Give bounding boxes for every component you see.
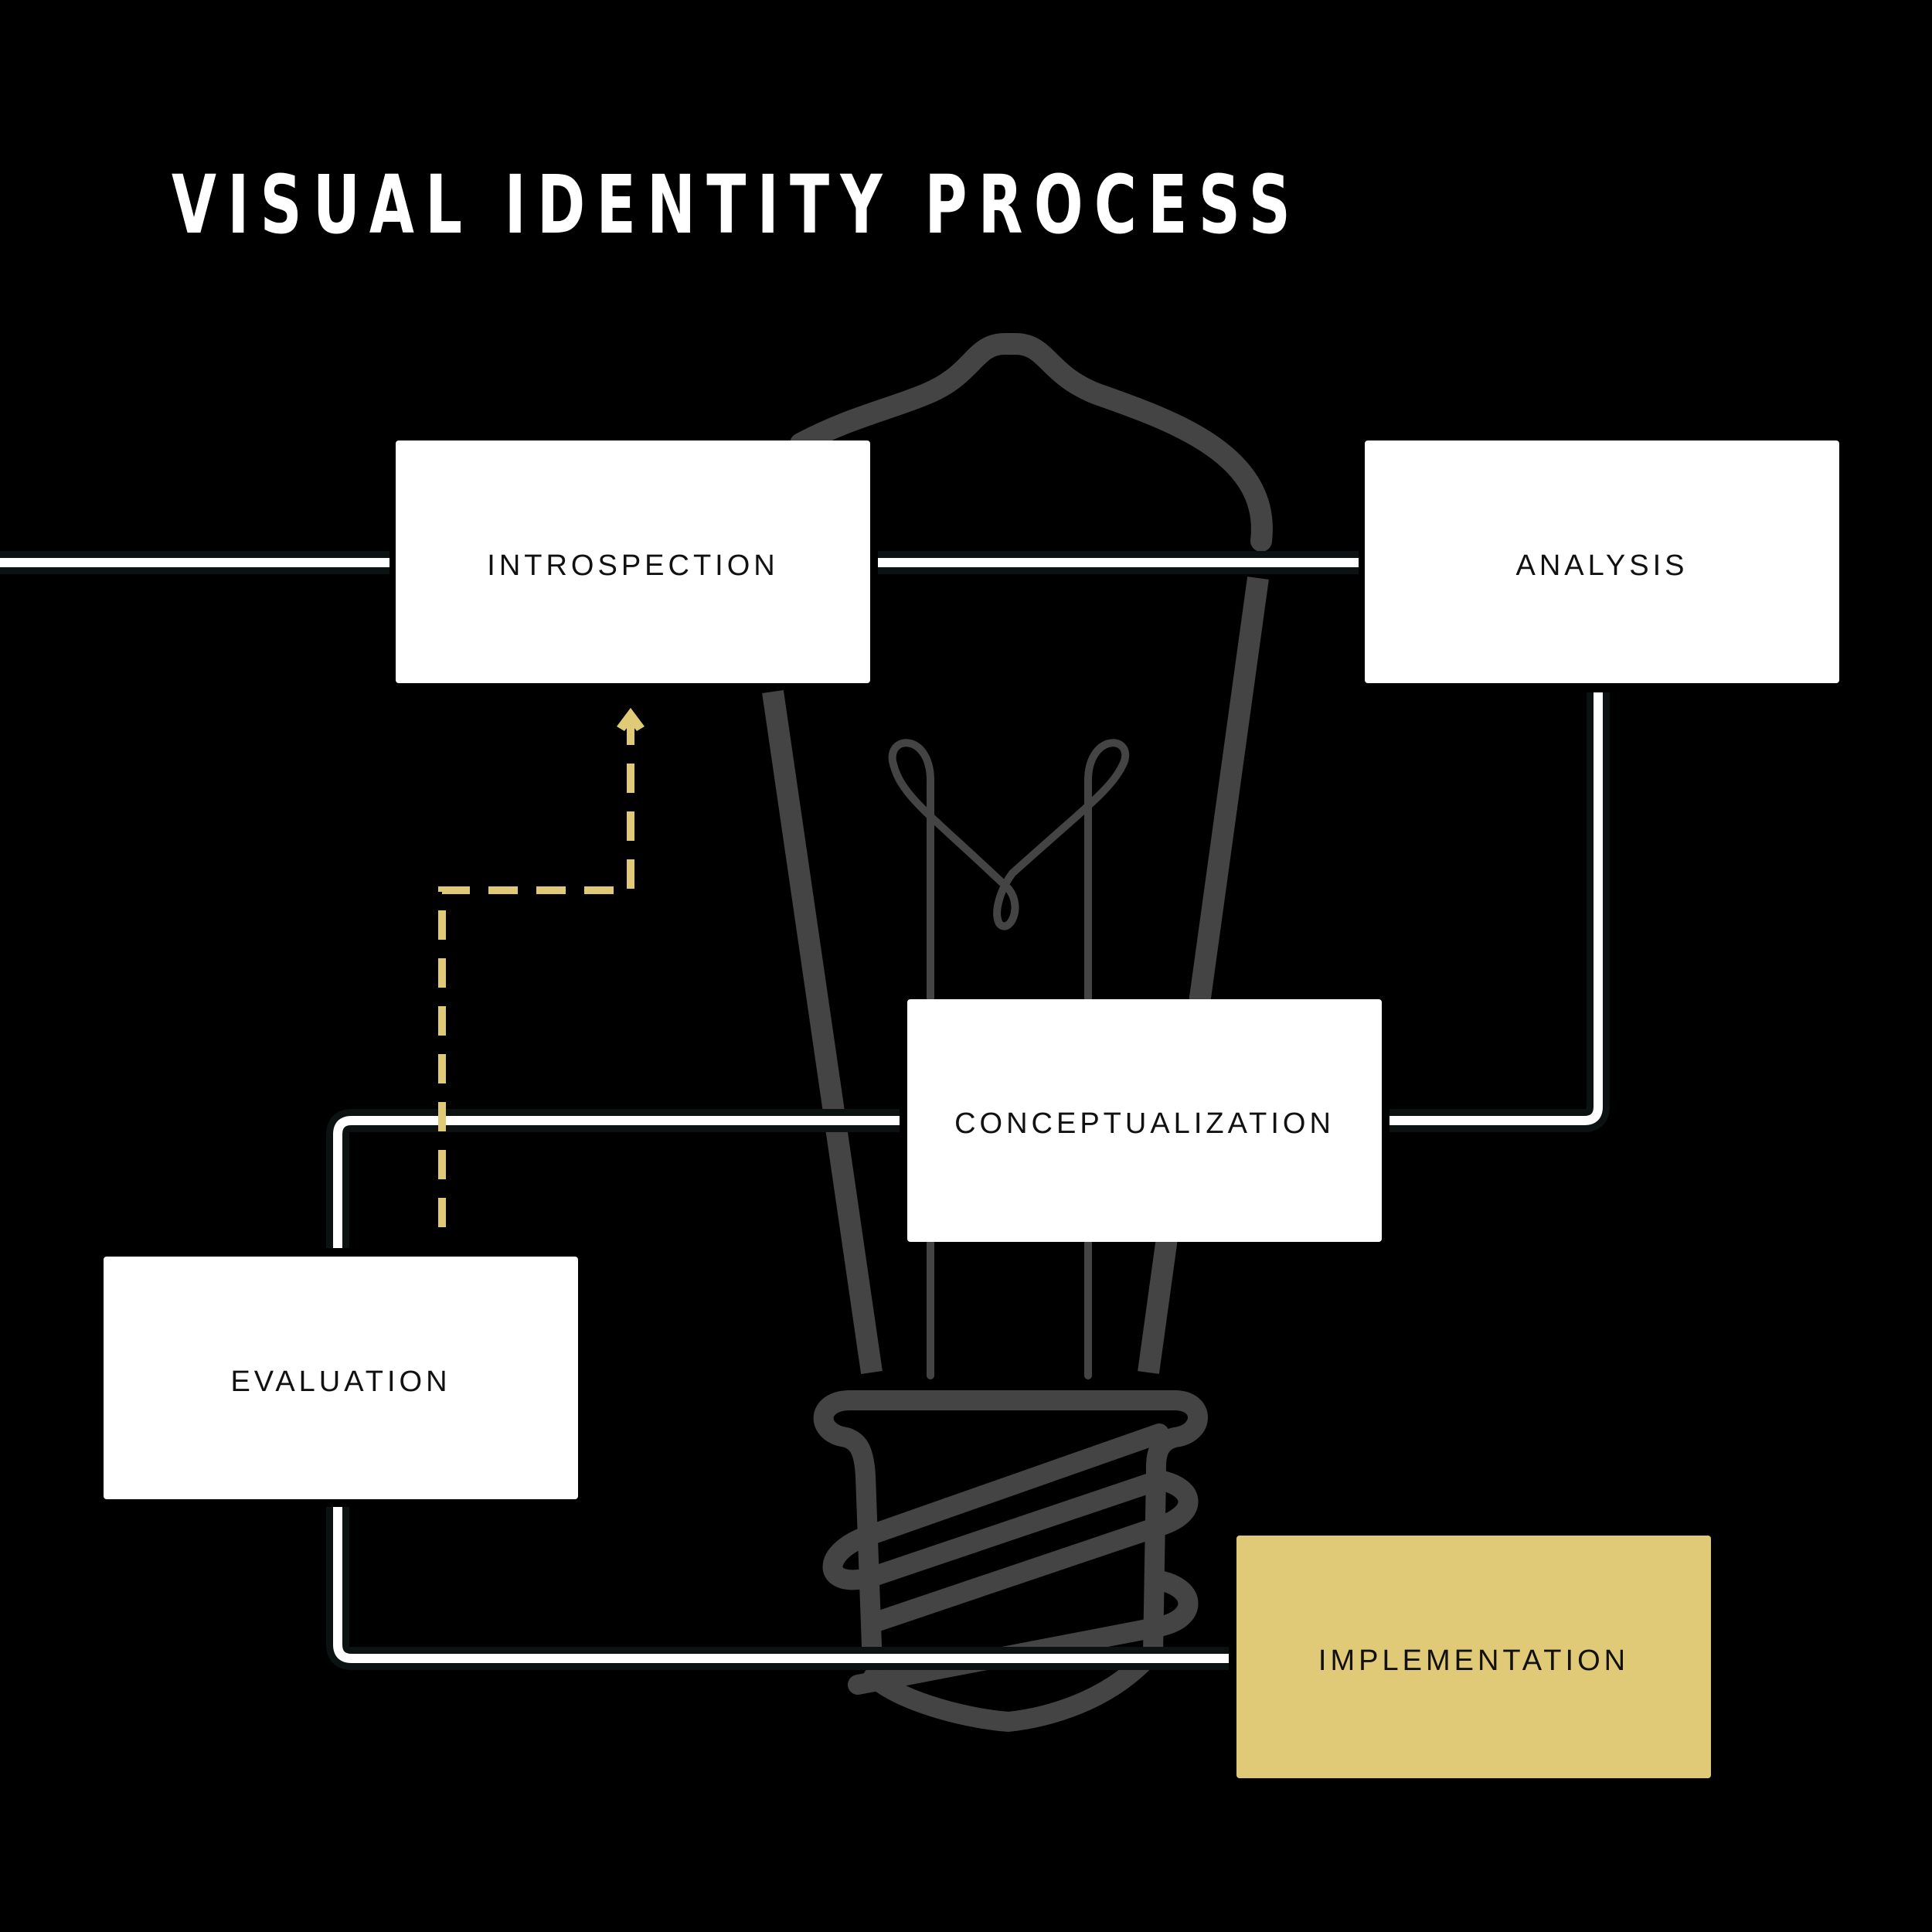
bulb-glass-outline <box>790 333 1273 552</box>
stage-label: CONCEPTUALIZATION <box>954 1107 1335 1140</box>
stage-box <box>1365 440 1839 683</box>
stage-box <box>907 999 1382 1242</box>
connectors <box>0 551 1610 1670</box>
stage-label: INTROSPECTION <box>487 549 778 582</box>
stage-box <box>104 1257 578 1499</box>
bulb-base-thread-1 <box>822 1423 1199 1633</box>
stage-analysis: ANALYSIS <box>1365 440 1839 683</box>
stage-label: ANALYSIS <box>1515 549 1688 582</box>
stage-box <box>1236 1536 1711 1778</box>
connector-analysis-conceptualization <box>1389 692 1603 1125</box>
light-bulb-icon <box>762 333 1273 1732</box>
stage-box <box>396 440 870 683</box>
page-title: VISUAL IDENTITY PROCESS <box>172 158 1302 252</box>
bulb-base-left <box>813 1390 882 1656</box>
arrow-up-icon <box>617 708 645 731</box>
feedback-arrow <box>438 708 645 1227</box>
stage-conceptualization: CONCEPTUALIZATION <box>907 999 1382 1242</box>
bulb-glass-left-side <box>762 689 883 1375</box>
bulb-base-collar <box>840 1390 1208 1664</box>
connector-conceptualization-evaluation <box>333 1116 900 1248</box>
bulb-glass-right-side <box>1138 577 1269 1374</box>
stage-label: IMPLEMENTATION <box>1318 1645 1629 1677</box>
stage-implementation: IMPLEMENTATION <box>1236 1536 1711 1778</box>
stage-evaluation: EVALUATION <box>104 1257 578 1499</box>
filament <box>888 739 1130 930</box>
stage-label: EVALUATION <box>230 1366 451 1398</box>
stage-introspection: INTROSPECTION <box>396 440 870 683</box>
feedback-dashed-line <box>438 723 634 1227</box>
bulb-base-thread-2 <box>848 1570 1199 1695</box>
connector-evaluation-implementation <box>333 1507 1229 1663</box>
bulb-base-tip <box>863 1651 1154 1732</box>
